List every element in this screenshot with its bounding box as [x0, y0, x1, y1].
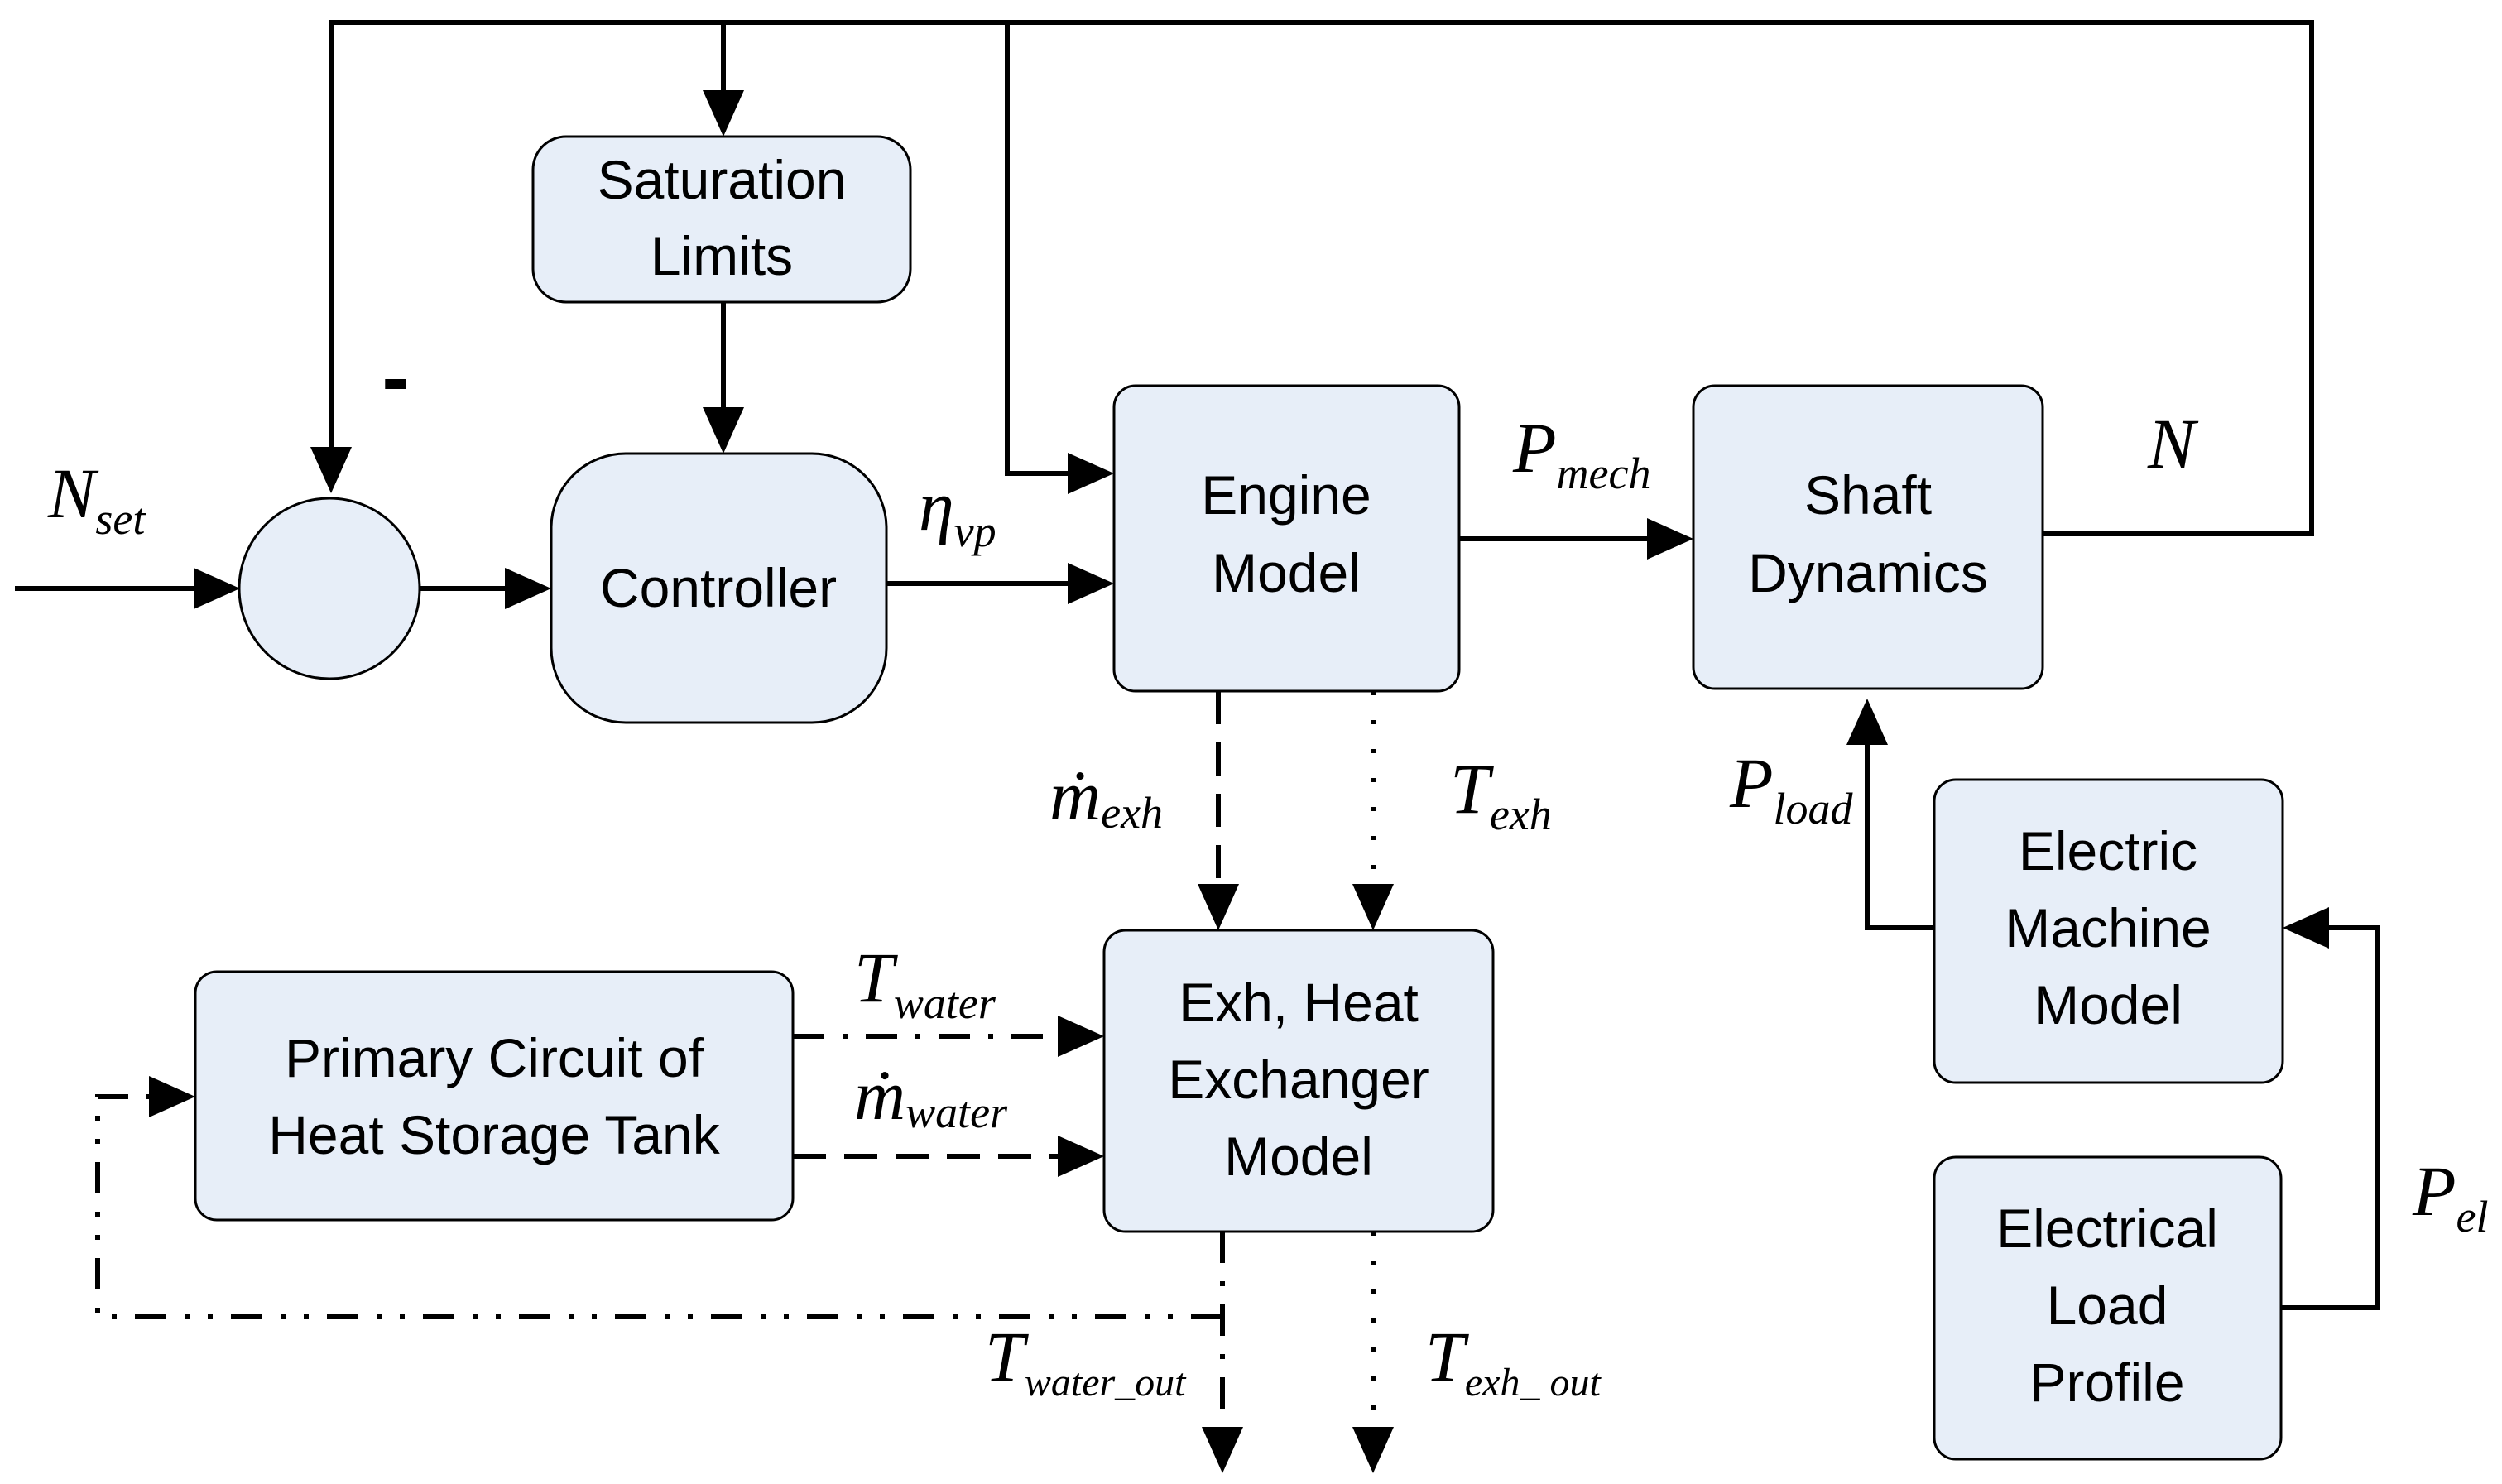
arrowhead-primary-in	[149, 1076, 195, 1117]
label-p-el: Pel	[2412, 1151, 2489, 1241]
arrowhead-engine-n	[1068, 453, 1114, 494]
controller-label: Controller	[600, 557, 837, 618]
line-machine-shaft	[1865, 745, 1934, 930]
arrowhead-exchanger-twater	[1058, 1016, 1104, 1057]
profile-line-2: Load	[2047, 1275, 2168, 1336]
arrowhead-exchanger-mexh	[1198, 884, 1239, 930]
label-m-exh: ṁexh	[1049, 756, 1163, 838]
arrowhead-exchanger-mwater	[1058, 1136, 1104, 1177]
label-t-water: Twater	[854, 938, 996, 1028]
engine-line-2: Model	[1212, 542, 1361, 603]
label-t-water-out: Twater_out	[985, 1317, 1187, 1405]
machine-line-3: Model	[2034, 974, 2183, 1035]
label-t-exh: Texh	[1450, 749, 1552, 839]
arrowhead-saturation-in	[703, 90, 744, 137]
block-controller: Controller	[550, 452, 888, 724]
arrowhead-controller-sat	[703, 407, 744, 454]
arrowhead-engine-eta	[1068, 563, 1114, 604]
arrowhead-nset	[194, 568, 240, 609]
profile-line-1: Electrical	[1996, 1198, 2218, 1259]
arrowhead-twater-out	[1202, 1427, 1243, 1473]
shaft-line-1: Shaft	[1804, 464, 1932, 526]
label-n: N	[2147, 404, 2199, 483]
exchanger-line-3: Model	[1224, 1126, 1373, 1187]
arrowhead-texh-out	[1352, 1427, 1394, 1473]
engine-line-1: Engine	[1201, 464, 1371, 526]
label-t-exh-out: Texh_ out	[1425, 1317, 1602, 1405]
summing-junction	[238, 497, 421, 680]
arrowhead-shaft-pmech	[1647, 518, 1693, 560]
machine-line-2: Machine	[2005, 897, 2211, 958]
line-water-return	[95, 1094, 1222, 1319]
line-feedback-engine	[1005, 22, 1068, 476]
svg-text:Controller: Controller	[600, 557, 837, 618]
line-profile-machine	[2281, 925, 2380, 1310]
label-n-set: Nset	[47, 454, 146, 544]
sum-minus-sign: -	[382, 331, 409, 424]
arrowhead-exchanger-texh	[1352, 884, 1394, 930]
arrowhead-shaft-pload	[1846, 699, 1888, 745]
profile-line-3: Profile	[2029, 1352, 2184, 1413]
saturation-line-1: Saturation	[598, 149, 847, 210]
label-p-mech: Pmech	[1512, 408, 1650, 498]
block-primary-circuit: Primary Circuit of Heat Storage Tank	[194, 970, 795, 1222]
line-feedback-n	[329, 20, 2314, 536]
arrowhead-sum-feedback	[310, 447, 352, 493]
arrowhead-machine-pel	[2283, 907, 2329, 949]
machine-line-1: Electric	[2019, 820, 2197, 881]
connections	[15, 20, 2380, 1473]
shaft-line-2: Dynamics	[1748, 542, 1988, 603]
exchanger-line-2: Exchanger	[1168, 1049, 1429, 1110]
arrowhead-controller-in	[505, 568, 551, 609]
label-p-load: Pload	[1729, 743, 1854, 833]
exchanger-line-1: Exh, Heat	[1179, 972, 1419, 1033]
primary-line-1: Primary Circuit of	[285, 1027, 704, 1088]
saturation-line-2: Limits	[651, 225, 793, 286]
label-eta-vp: ηvp	[919, 466, 996, 556]
primary-line-2: Heat Storage Tank	[268, 1104, 720, 1165]
label-m-water: ṁwater	[854, 1055, 1008, 1137]
